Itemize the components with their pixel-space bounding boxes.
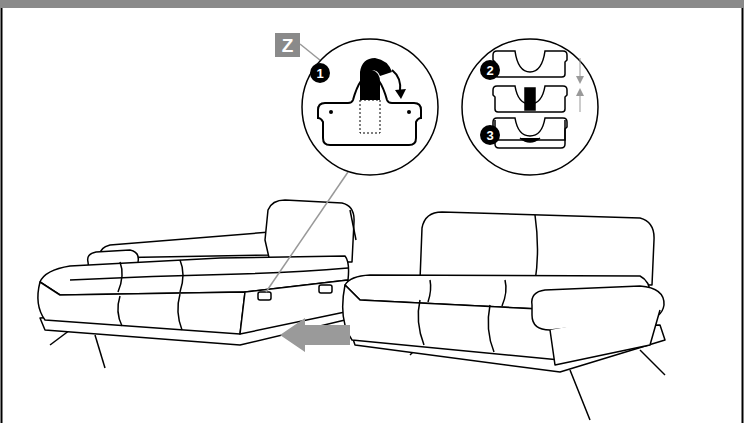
seat-seam [418, 300, 424, 345]
connector-clip [319, 285, 332, 293]
sofa-leg [570, 370, 590, 420]
part-letter-box [275, 33, 300, 57]
header-bar [0, 0, 744, 8]
seat-seam [428, 280, 431, 302]
sofa-drawing [38, 200, 665, 420]
sofa-leg [95, 335, 105, 368]
connector-clip [493, 51, 567, 77]
back-seam [535, 215, 538, 282]
frame-line [742, 8, 744, 423]
back-cushion [265, 200, 354, 262]
callout-number: 1 [316, 67, 323, 80]
connector-clip [258, 292, 271, 300]
sofa-back [420, 212, 654, 285]
strap [520, 138, 540, 142]
callout-number: 3 [486, 129, 493, 142]
seat-seam [118, 296, 122, 326]
seat-seam [488, 305, 494, 352]
seat-seam [502, 280, 506, 306]
detail-circle [302, 39, 438, 175]
direction-arrow [280, 318, 350, 352]
hidden-strap [360, 100, 380, 133]
callout-circle [480, 125, 500, 145]
callout-number: 2 [486, 64, 493, 77]
callout-circle [310, 63, 330, 83]
clip-hole [329, 110, 333, 114]
move-arrow [580, 58, 581, 80]
move-arrow [580, 92, 581, 112]
seat-front [38, 282, 245, 334]
leader-line [266, 172, 348, 292]
connector-clip [493, 118, 567, 148]
callout-circle [480, 60, 500, 80]
sofa-leg [640, 350, 665, 375]
connector-clip [493, 86, 567, 112]
seat-front [343, 285, 560, 360]
armrest-side [550, 310, 660, 365]
clip-hole [407, 110, 411, 114]
clip-joint [495, 120, 565, 140]
frame-line [1, 8, 3, 423]
strap [360, 58, 392, 100]
rotation-arrow [392, 70, 400, 92]
clip-steps [493, 51, 567, 148]
seat-seam [70, 268, 348, 280]
back-edge [350, 210, 356, 240]
strap [525, 88, 535, 110]
part-letter: Z [282, 36, 294, 55]
rotation-arrowhead [395, 89, 406, 99]
detail-circle [462, 39, 598, 175]
seat-seam [178, 294, 182, 330]
